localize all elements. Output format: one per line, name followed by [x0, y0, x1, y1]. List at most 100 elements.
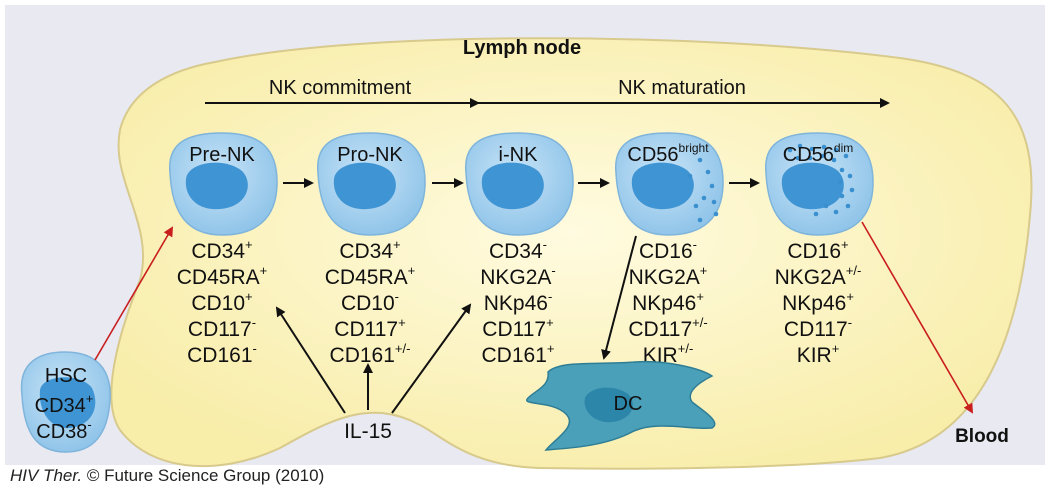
marker-expression: +: [700, 263, 708, 278]
cell-name: Pre-NK: [189, 144, 255, 166]
marker-expression: -: [693, 237, 697, 252]
marker-name: CD117: [628, 318, 692, 341]
marker-name: CD10: [191, 292, 245, 315]
marker-expression: +: [832, 341, 840, 356]
marker-i-nk: CD117+: [482, 315, 553, 341]
granule: [823, 203, 829, 209]
cell-nucleus: [185, 162, 248, 210]
marker-expression: +: [696, 289, 704, 304]
cd56-bright-label: CD56bright: [627, 141, 709, 166]
pro-nk-label: Pro-NK: [337, 144, 403, 166]
marker-name: CD161: [482, 344, 547, 367]
marker-name: NKp46: [782, 292, 846, 315]
granule: [849, 187, 855, 193]
cell-nucleus: [631, 162, 694, 210]
marker-name: CD34: [489, 240, 543, 263]
cell-name: i-NK: [499, 144, 539, 166]
granule: [837, 179, 843, 185]
marker-expression: +: [260, 263, 268, 278]
granule: [819, 153, 825, 159]
marker-cd56-dim: NKG2A+/-: [775, 263, 862, 289]
granule: [701, 195, 707, 201]
marker-name: NKG2A: [775, 266, 846, 289]
cell-name: Pro-NK: [337, 144, 403, 166]
marker-name: NKp46: [632, 292, 696, 315]
marker-i-nk: CD161+: [482, 341, 555, 367]
pre-nk-label: Pre-NK: [189, 144, 255, 166]
hsc-marker: CD38-: [36, 417, 91, 443]
granule: [833, 209, 839, 215]
granule: [797, 143, 803, 149]
marker-name: NKG2A: [629, 266, 700, 289]
marker-expression: -: [548, 289, 552, 304]
marker-i-nk: NKp46-: [484, 289, 553, 315]
marker-cd56-bright: CD16-: [639, 237, 697, 263]
pro-nk-cell: [317, 132, 426, 236]
marker-name: NKG2A: [480, 266, 551, 289]
i-nk-label: i-NK: [499, 144, 539, 166]
marker-pro-nk: CD34+: [339, 237, 400, 263]
credit-line: HIV Ther. © Future Science Group (2010): [10, 466, 324, 486]
hsc-label: HSC: [45, 365, 87, 387]
granule: [713, 211, 719, 217]
marker-expression: -: [543, 237, 547, 252]
granule: [711, 199, 717, 205]
dim-to-blood-arrow: [861, 221, 974, 414]
cell-name-superscript: dim: [834, 141, 853, 155]
marker-expression: +/-: [395, 341, 411, 356]
cell-nucleus: [333, 162, 396, 210]
granule: [709, 183, 715, 189]
marker-expression: +: [408, 263, 416, 278]
marker-i-nk: NKG2A-: [480, 263, 556, 289]
granule: [847, 173, 853, 179]
marker-pre-nk: CD10+: [191, 289, 252, 315]
marker-name: CD38: [36, 421, 87, 443]
marker-name: CD161: [330, 344, 395, 367]
granule: [807, 155, 813, 161]
granule: [809, 146, 815, 152]
marker-expression: +: [546, 315, 554, 330]
marker-name: CD34: [191, 240, 245, 263]
marker-expression: +: [86, 391, 94, 406]
cell-name: CD56: [627, 144, 678, 166]
marker-expression: -: [87, 417, 91, 432]
marker-i-nk: CD34-: [489, 237, 547, 263]
credit-text: © Future Science Group (2010): [82, 466, 325, 485]
marker-pre-nk: CD161-: [187, 341, 257, 367]
cd56-dim-cell: [765, 132, 874, 236]
granule: [845, 203, 851, 209]
marker-name: CD16: [787, 240, 841, 263]
il15-label: IL-15: [344, 420, 392, 443]
marker-name: CD117: [188, 318, 252, 341]
marker-name: NKp46: [484, 292, 548, 315]
marker-pre-nk: CD45RA+: [177, 263, 267, 289]
marker-cd56-dim: KIR+: [797, 341, 840, 367]
marker-cd56-bright: NKp46+: [632, 289, 704, 315]
marker-pro-nk: CD45RA+: [325, 263, 415, 289]
granule: [693, 203, 699, 209]
granule: [839, 193, 845, 199]
granule: [813, 211, 819, 217]
marker-cd56-bright: CD117+/-: [628, 315, 707, 341]
granule: [705, 169, 711, 175]
hsc-marker: CD34+: [35, 391, 94, 417]
granule: [687, 173, 693, 179]
i-nk-cell: [465, 132, 574, 236]
cd56-dim-label: CD56dim: [783, 141, 853, 166]
marker-pre-nk: CD34+: [191, 237, 252, 263]
nk-development-diagram: Lymph node NK commitment NK maturation P…: [20, 37, 1033, 470]
marker-expression: +: [846, 289, 854, 304]
marker-name: CD117: [784, 318, 848, 341]
granule: [833, 147, 839, 153]
marker-pro-nk: CD161+/-: [330, 341, 411, 367]
dc-label: DC: [614, 393, 643, 415]
cd56-bright-cell: [615, 132, 724, 236]
marker-expression: -: [848, 315, 852, 330]
lymph-node-title: Lymph node: [463, 37, 581, 59]
marker-expression: -: [253, 341, 257, 356]
cell-name: CD56: [783, 144, 834, 166]
dc-cell: [526, 360, 716, 451]
marker-name: CD34: [35, 395, 86, 417]
cell-name-superscript: bright: [679, 141, 710, 155]
